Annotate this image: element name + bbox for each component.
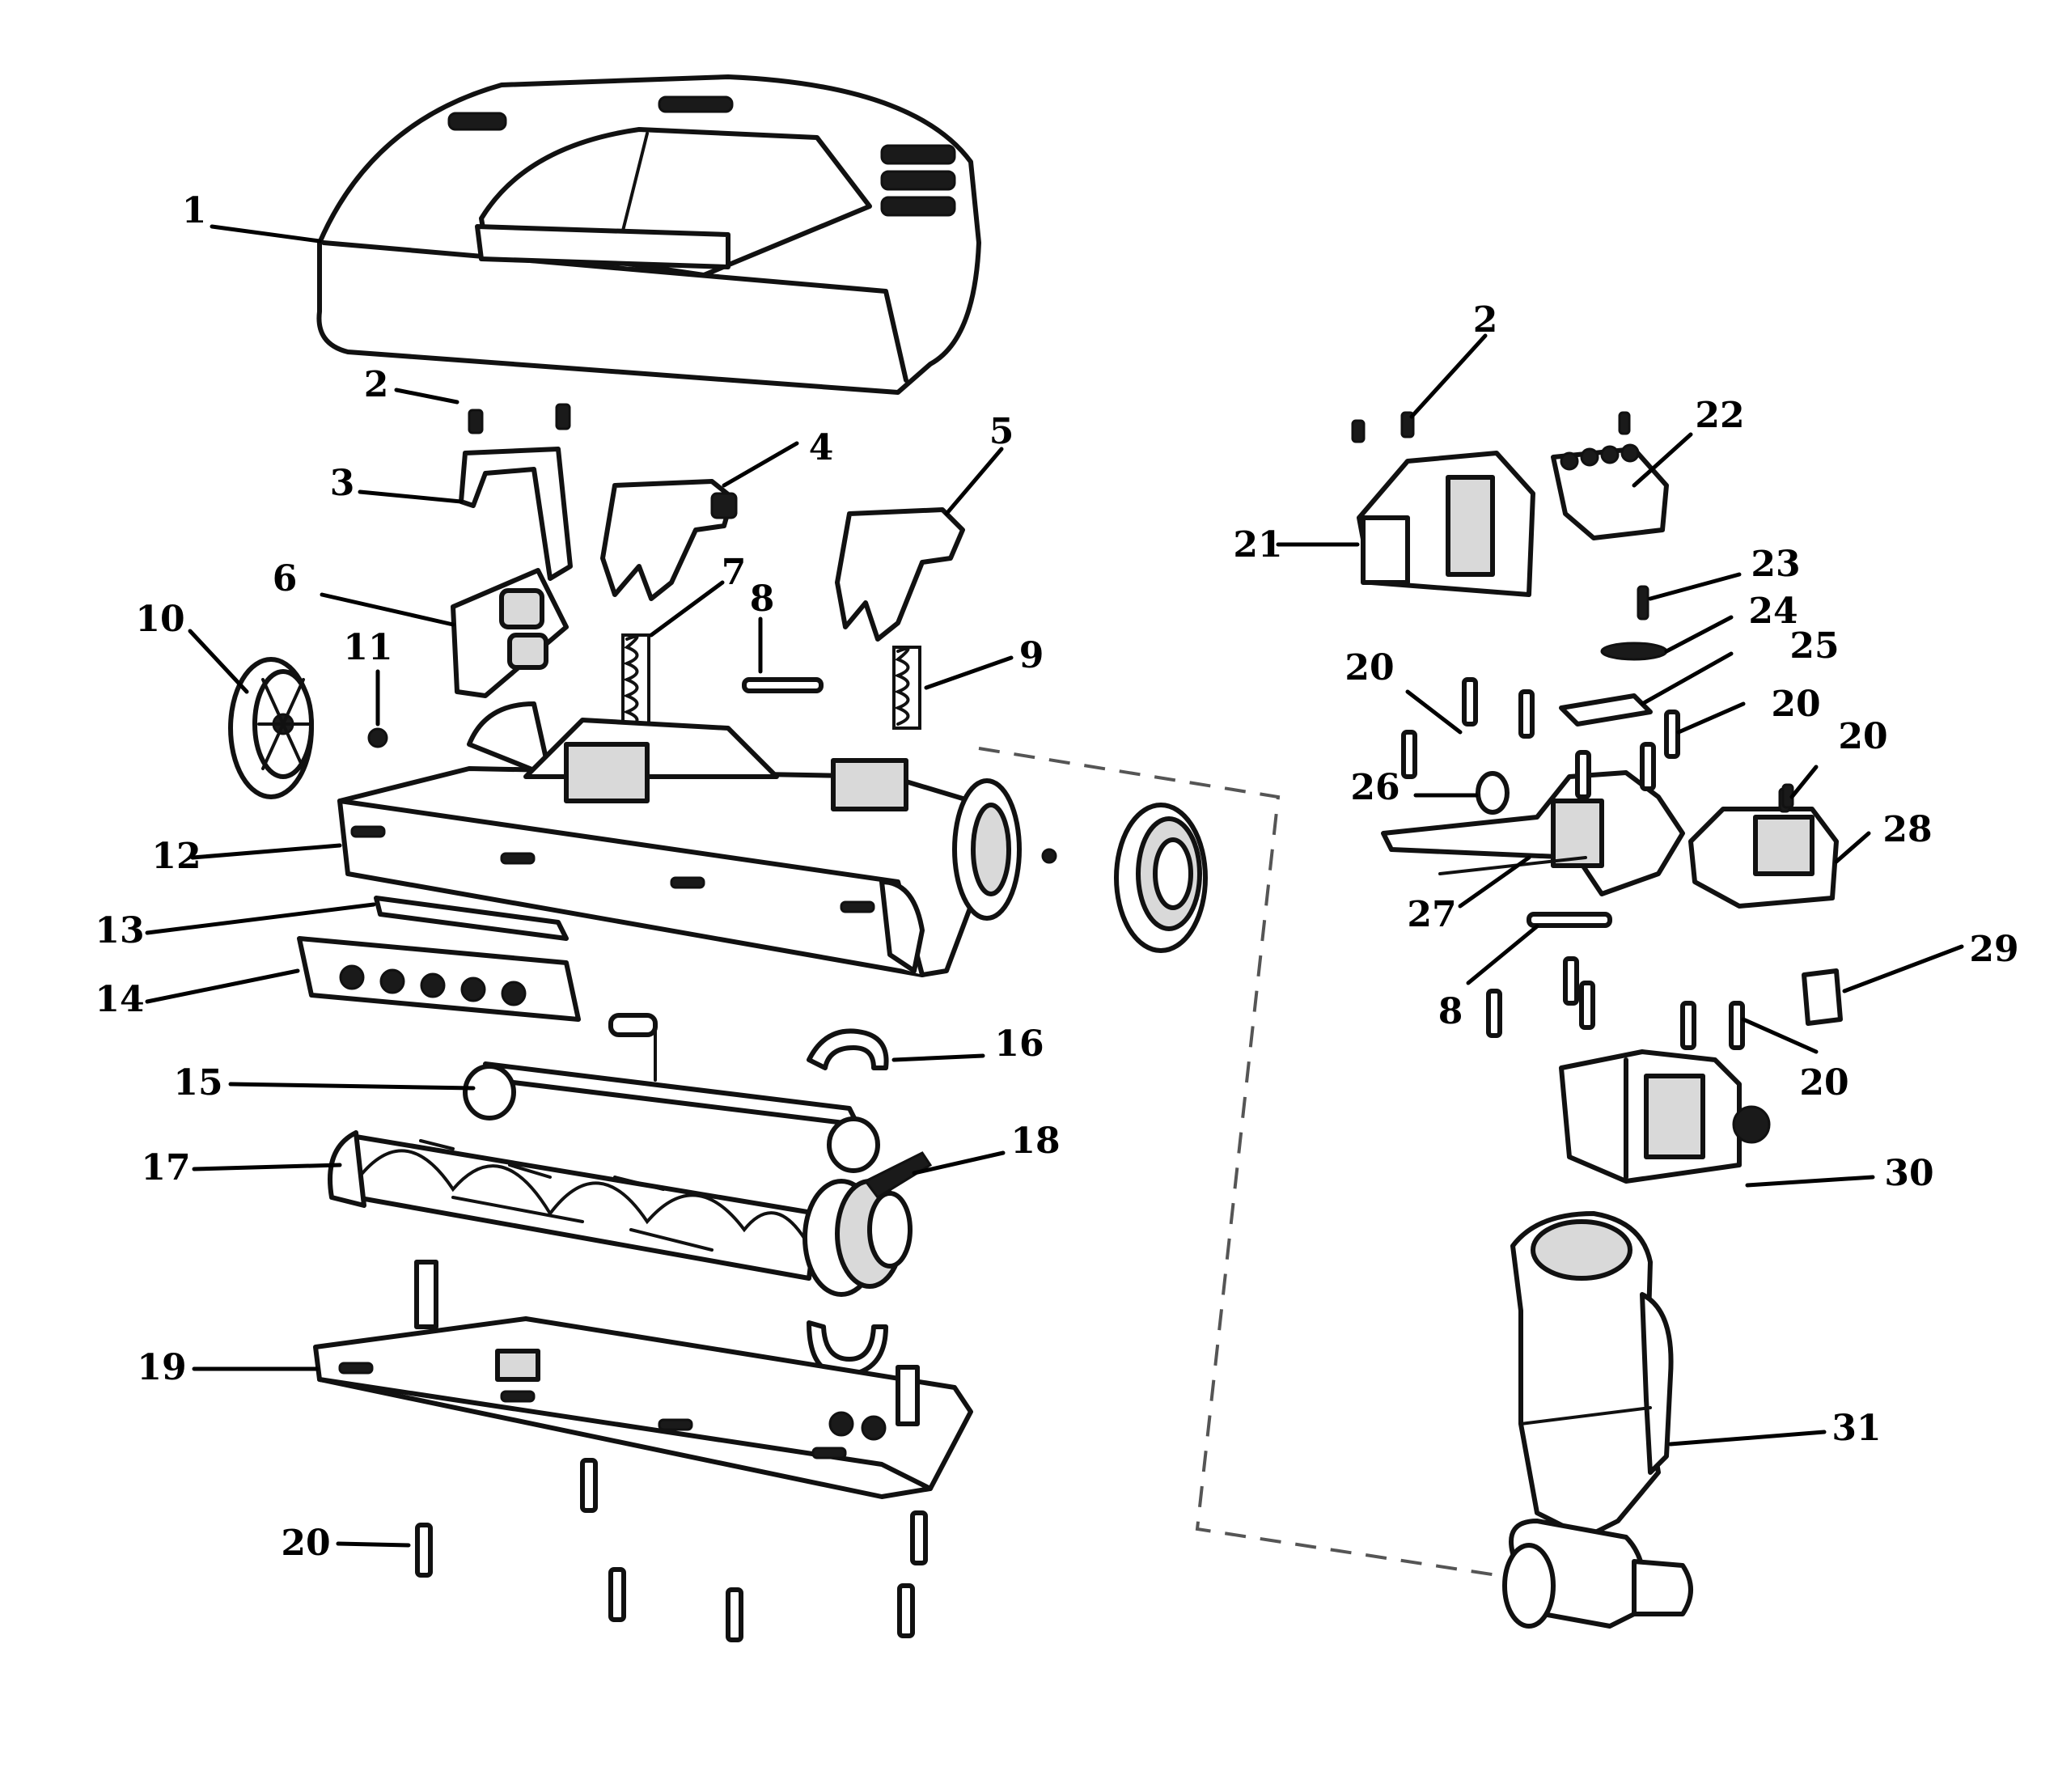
part-10-wheel-left — [228, 657, 314, 799]
callout-19: 19 — [137, 1347, 186, 1388]
assembly-guide-line — [978, 747, 1514, 1579]
callout-31: 31 — [1831, 1408, 1881, 1449]
part-18-brushroll-end-cap — [802, 1151, 933, 1297]
part-11-nut — [367, 727, 388, 748]
callout-labels: 1 2 2 3 4 5 6 7 8 8 9 10 11 12 13 14 15 … — [95, 190, 2018, 1564]
callout-30: 30 — [1884, 1153, 1933, 1194]
callout-22: 22 — [1695, 395, 1744, 436]
callout-2: 2 — [1473, 299, 1498, 341]
part-4-switch-housing — [600, 479, 738, 601]
callout-25: 25 — [1789, 625, 1839, 667]
callout-23: 23 — [1751, 544, 1800, 585]
callout-20: 20 — [281, 1523, 330, 1564]
part-24-washer — [1600, 642, 1668, 661]
callout-13: 13 — [95, 910, 144, 951]
part-5-release-pedal — [835, 507, 965, 642]
part-3-bracket — [459, 447, 573, 581]
part-21-motor-bracket — [1351, 411, 1535, 597]
part-13-brush-strip — [374, 896, 569, 941]
callout-2: 2 — [364, 364, 389, 405]
callout-15: 15 — [173, 1062, 222, 1104]
callout-21: 21 — [1233, 524, 1282, 566]
callout-3: 3 — [330, 463, 355, 504]
callout-20: 20 — [1344, 647, 1394, 688]
callout-27: 27 — [1407, 894, 1456, 935]
callout-28: 28 — [1882, 809, 1932, 850]
callout-12: 12 — [151, 836, 201, 877]
part-6-circuit-board — [451, 568, 569, 698]
callout-8: 8 — [750, 578, 775, 620]
part-1-hood-cover — [316, 74, 981, 395]
leader-lines — [145, 224, 1964, 1548]
part-31-handle-neck — [1502, 1211, 1693, 1629]
callout-20: 20 — [1799, 1062, 1848, 1104]
part-16-clip — [807, 1028, 889, 1070]
callout-11: 11 — [343, 627, 392, 668]
part-19-base-plate — [313, 1260, 973, 1499]
part-15-belt-axle — [463, 1013, 880, 1173]
part-22-terminal-block — [1551, 411, 1669, 540]
part-27-lever-assembly — [1381, 770, 1685, 896]
part-23-screw — [1637, 585, 1649, 621]
callout-10: 10 — [135, 599, 184, 640]
callout-18: 18 — [1010, 1121, 1060, 1162]
callout-17: 17 — [141, 1147, 190, 1188]
callout-7: 7 — [722, 552, 747, 593]
callout-24: 24 — [1748, 591, 1798, 632]
part-12-base-housing — [337, 701, 1022, 977]
wheel-right — [1041, 803, 1208, 953]
part-7-spring — [621, 633, 650, 734]
callout-6: 6 — [273, 558, 298, 599]
part-20-screws-right — [1401, 677, 1794, 1050]
part-20-screws-bottom — [415, 1458, 928, 1642]
part-29-plate — [1802, 968, 1843, 1026]
callout-1: 1 — [182, 190, 207, 231]
callout-20: 20 — [1771, 684, 1820, 725]
callout-9: 9 — [1019, 635, 1044, 676]
part-8-pin-lower — [1527, 912, 1612, 928]
part-28-housing — [1688, 787, 1839, 909]
callout-26: 26 — [1350, 767, 1400, 808]
callout-14: 14 — [95, 979, 144, 1020]
part-14-bumper-plate — [297, 936, 581, 1022]
callout-20: 20 — [1838, 716, 1887, 757]
part-30-motor — [1559, 1049, 1771, 1184]
callout-29: 29 — [1969, 929, 2018, 970]
callout-4: 4 — [809, 427, 834, 468]
part-26-pivot — [1476, 771, 1510, 815]
part-17-brushroll — [328, 1130, 819, 1281]
part-25-gasket — [1559, 693, 1653, 727]
part-9-spring — [892, 646, 921, 730]
callout-8: 8 — [1438, 991, 1463, 1032]
part-2-screw-left — [468, 403, 571, 434]
callout-16: 16 — [994, 1023, 1044, 1065]
callout-5: 5 — [989, 411, 1014, 452]
part-8-pin-upper — [742, 677, 824, 693]
